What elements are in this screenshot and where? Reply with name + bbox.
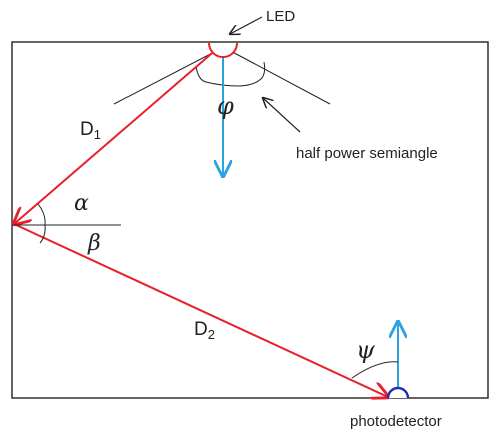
half-power-label: half power semiangle bbox=[296, 145, 438, 162]
half-power-pointer-arrow bbox=[263, 98, 301, 133]
ray-d2 bbox=[13, 223, 388, 397]
led-pointer-arrow bbox=[230, 16, 263, 34]
d2-label: D2 bbox=[194, 319, 215, 342]
phi-angle-arc bbox=[195, 61, 266, 87]
alpha-label: α bbox=[74, 191, 89, 216]
room-outline bbox=[11, 41, 489, 399]
d1-label: D1 bbox=[80, 119, 101, 142]
ray-d1 bbox=[14, 47, 219, 224]
psi-angle-arc bbox=[351, 361, 399, 379]
led-label: LED bbox=[266, 8, 295, 25]
phi-label: φ bbox=[217, 92, 234, 120]
half-power-cone-right bbox=[224, 47, 331, 105]
alpha-angle-arc bbox=[37, 203, 46, 226]
half-power-cone-left bbox=[113, 47, 223, 105]
led-icon bbox=[208, 42, 238, 58]
psi-label: ψ bbox=[356, 336, 376, 364]
photodetector-label: photodetector bbox=[350, 413, 442, 430]
beta-label: β bbox=[87, 231, 101, 256]
beta-angle-arc bbox=[39, 224, 46, 244]
photodetector-icon bbox=[386, 386, 410, 399]
